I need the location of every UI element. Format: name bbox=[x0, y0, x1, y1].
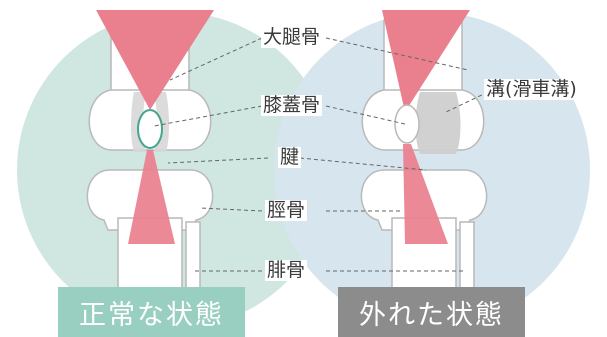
label-femur: 大腿骨 bbox=[261, 26, 323, 48]
label-groove: 溝(滑車溝) bbox=[484, 78, 579, 100]
quadriceps-normal bbox=[96, 10, 214, 110]
label-fibula: 腓骨 bbox=[265, 259, 308, 281]
fibula-dislocated bbox=[459, 221, 475, 289]
normal-state-badge: 正常な状態 bbox=[58, 287, 245, 337]
label-patella: 膝蓋骨 bbox=[261, 94, 323, 116]
fibula-normal bbox=[185, 221, 201, 289]
leader-tendon-right bbox=[299, 157, 427, 171]
groove-shading-dislocated bbox=[415, 92, 461, 154]
leader-tibia-left bbox=[199, 207, 263, 212]
label-tendon: 腱 bbox=[278, 146, 302, 168]
dislocated-knee bbox=[360, 10, 488, 289]
quadriceps-dislocated bbox=[382, 10, 470, 112]
leader-patella-left bbox=[153, 105, 263, 127]
patella-dislocated bbox=[394, 104, 420, 144]
normal-knee bbox=[86, 10, 214, 289]
patella-normal bbox=[137, 109, 163, 149]
leader-femur-left bbox=[169, 37, 263, 81]
leader-groove bbox=[445, 91, 489, 113]
leader-femur-right bbox=[325, 37, 469, 71]
patellar-tendon-normal bbox=[128, 150, 175, 244]
leader-tendon-left bbox=[167, 157, 269, 164]
label-tibia: 脛骨 bbox=[265, 199, 308, 221]
dislocated-state-badge: 外れた状態 bbox=[338, 287, 525, 337]
leader-lines bbox=[153, 37, 489, 272]
